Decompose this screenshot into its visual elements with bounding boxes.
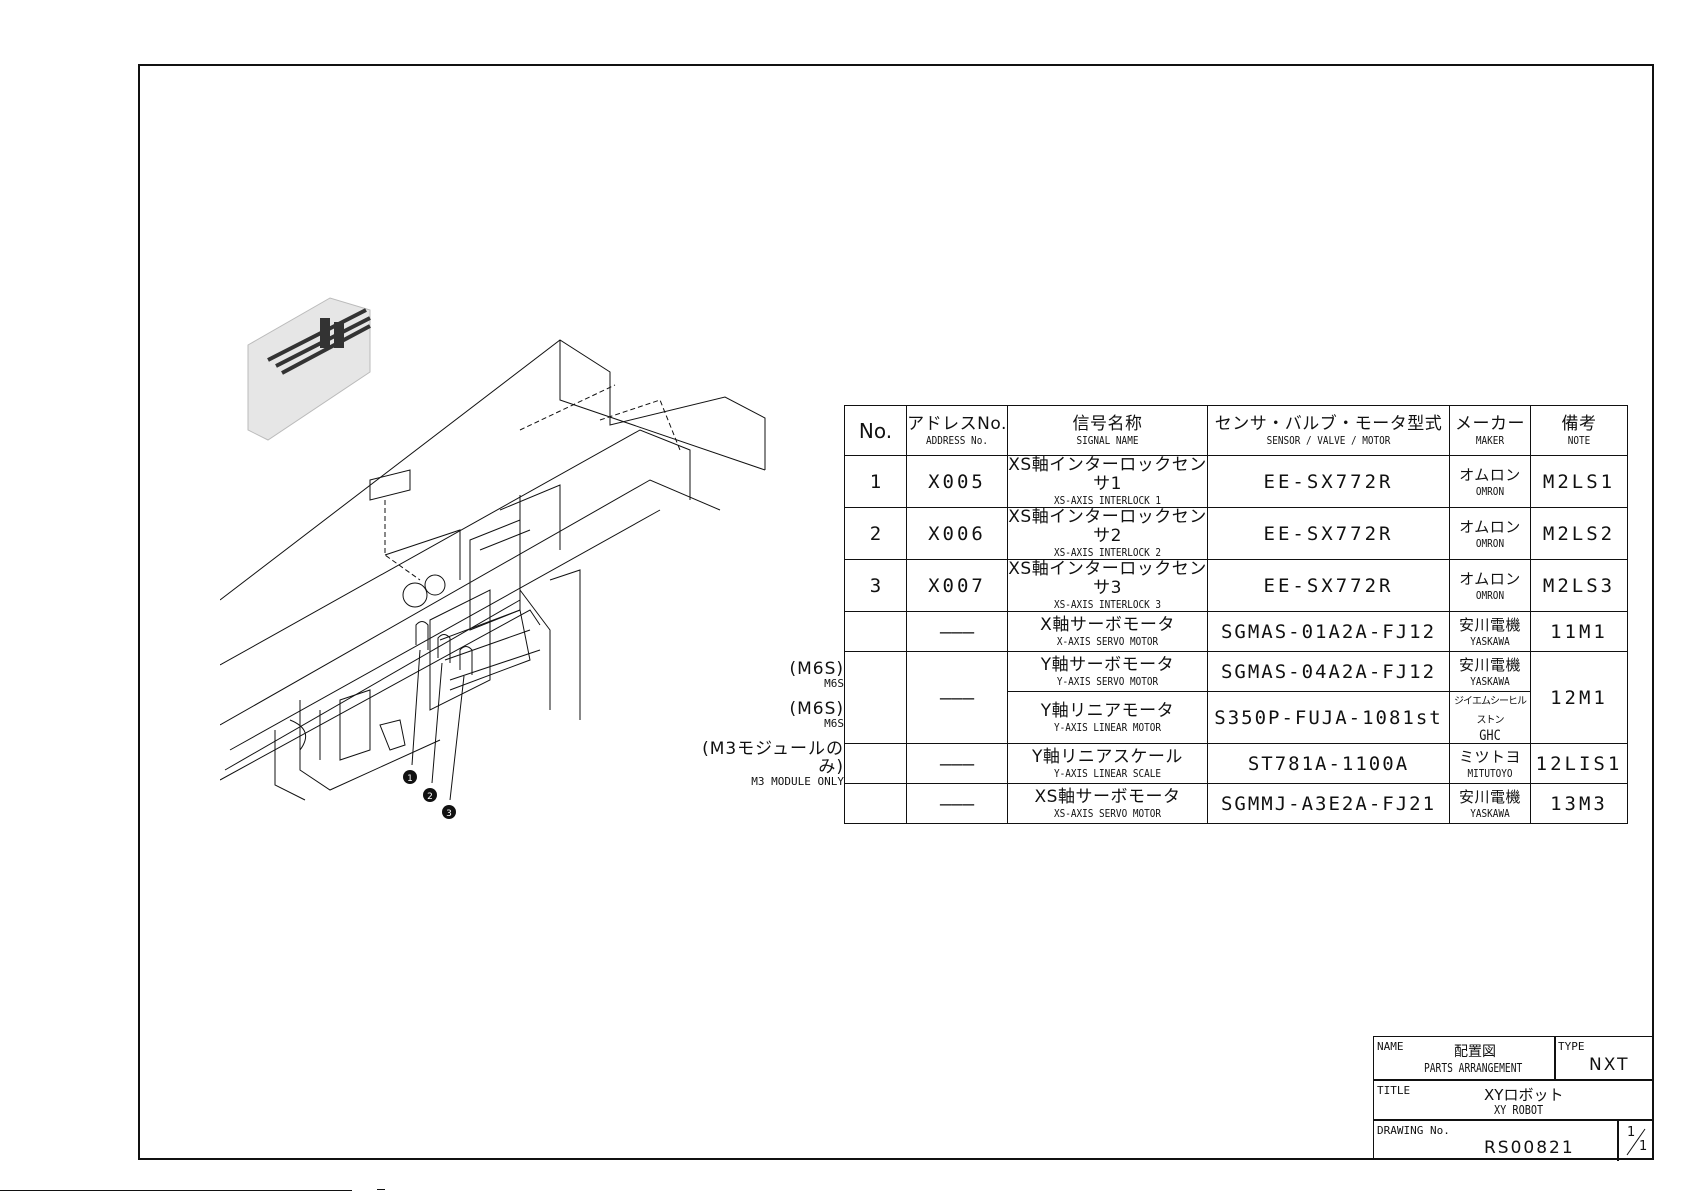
name-en: PARTS ARRANGEMENT [1424, 1061, 1523, 1075]
cell-note: M2LS3 [1530, 559, 1628, 612]
cell-model: ST781A-1100A [1207, 743, 1450, 784]
cell-model: SGMAS-04A2A-FJ12 [1207, 651, 1450, 692]
type-label: TYPE [1558, 1040, 1585, 1053]
sheet-number: 1 1 [1626, 1125, 1648, 1156]
cell-model: SGMAS-01A2A-FJ12 [1207, 611, 1450, 652]
cell-no: 2 [844, 507, 907, 560]
cell-address: ——— [906, 783, 1008, 824]
cell-no: 3 [844, 559, 907, 612]
side-label-m3-module: (M3モジュールのみ) M3 MODULE ONLY [702, 739, 844, 788]
cell-note: 12LIS1 [1530, 743, 1628, 784]
title-en: XY ROBOT [1494, 1103, 1544, 1117]
drawing-label: DRAWING No. [1377, 1124, 1450, 1137]
title-jp: XYロボット [1484, 1086, 1564, 1104]
callout-1: 1 [403, 770, 417, 784]
svg-text:2: 2 [427, 792, 433, 802]
cell-note: M2LS2 [1530, 507, 1628, 560]
cell-model: S350P-FUJA-1081st [1207, 691, 1450, 744]
cell-model: EE-SX772R [1207, 507, 1450, 560]
cell-address: ——— [906, 651, 1008, 744]
cell-note: 11M1 [1530, 611, 1628, 652]
cell-model: EE-SX772R [1207, 455, 1450, 508]
title-label: TITLE [1377, 1084, 1411, 1097]
cell-address: ——— [906, 611, 1008, 652]
cell-note: 13M3 [1530, 783, 1628, 824]
callout-3: 3 [442, 805, 456, 819]
callout-2: 2 [423, 788, 437, 802]
cell-note: M2LS1 [1530, 455, 1628, 508]
cell-model: EE-SX772R [1207, 559, 1450, 612]
cell-no: 1 [844, 455, 907, 508]
side-label-m6s-1: (M6S) M6S [789, 659, 844, 690]
cell-address: ——— [906, 743, 1008, 784]
svg-text:1: 1 [407, 774, 413, 784]
header-no: No. [844, 405, 907, 456]
name-jp: 配置図 [1454, 1044, 1496, 1060]
sensor-inset [247, 297, 371, 441]
header-address: アドレスNo.ADDRESS No. [906, 405, 1008, 456]
cell-no [844, 783, 907, 824]
drawing-frame [138, 64, 1654, 1160]
svg-text:3: 3 [446, 809, 452, 819]
cell-model: SGMMJ-A3E2A-FJ21 [1207, 783, 1450, 824]
name-label: NAME [1377, 1040, 1404, 1053]
side-label-m6s-2: (M6S) M6S [789, 699, 844, 730]
cell-note: 12M1 [1530, 651, 1628, 744]
drawing-number: RS00821 [1484, 1138, 1575, 1158]
cell-no [844, 743, 907, 784]
cell-address: X007 [906, 559, 1008, 612]
cell-no [844, 651, 907, 744]
title-block: NAME 配置図 PARTS ARRANGEMENT TYPE NXT TITL… [1373, 1036, 1654, 1161]
cell-address: X006 [906, 507, 1008, 560]
xy-robot-illustration: 1 2 3 [220, 297, 766, 819]
bottom-tick [377, 1189, 385, 1190]
cell-address: X005 [906, 455, 1008, 508]
type-value: NXT [1589, 1055, 1630, 1075]
cell-no [844, 611, 907, 652]
